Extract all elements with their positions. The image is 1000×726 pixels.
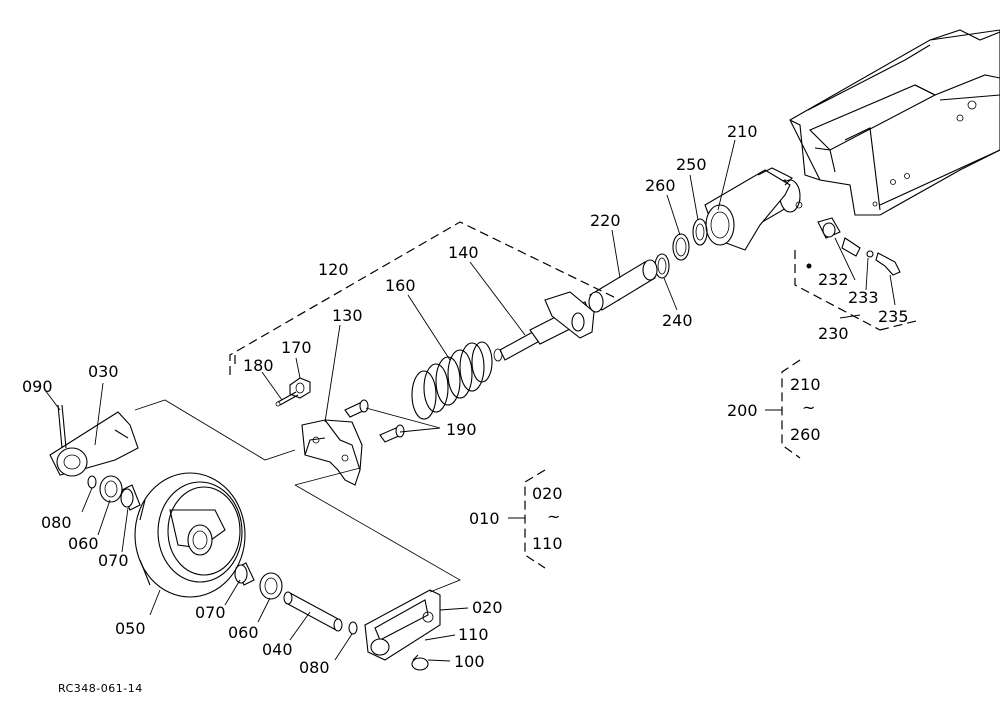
- assembly-outline-230: [794, 250, 921, 331]
- label-090: 090: [22, 377, 53, 396]
- spring-160: [411, 341, 493, 420]
- piston-220: [588, 259, 658, 313]
- label-250: 250: [676, 155, 707, 174]
- label-180: 180: [243, 356, 274, 375]
- label-260: 260: [645, 176, 676, 195]
- label-120: 120: [318, 260, 349, 279]
- bushing-070-left: [120, 484, 141, 511]
- range-010-from: 020: [532, 484, 563, 503]
- range-200-sep: ~: [802, 398, 815, 417]
- label-100: 100: [454, 652, 485, 671]
- label-060-right: 060: [228, 623, 259, 642]
- label-230: 230: [818, 324, 849, 343]
- label-235: 235: [878, 307, 909, 326]
- assembly-outline-120: [229, 221, 621, 375]
- label-200: 200: [727, 401, 758, 420]
- support-020: [364, 589, 441, 661]
- o-ring-080-right: [348, 621, 358, 635]
- label-190: 190: [446, 420, 477, 439]
- label-070-right: 070: [195, 603, 226, 622]
- label-240: 240: [662, 311, 693, 330]
- range-bracket-200: [765, 359, 801, 459]
- label-060-left: 060: [68, 534, 99, 553]
- cotter-pin-180: [275, 391, 299, 407]
- bracket-130: [301, 419, 363, 486]
- label-020: 020: [472, 598, 503, 617]
- seal-250: [692, 218, 708, 246]
- label-010: 010: [469, 509, 500, 528]
- range-200-from: 210: [790, 375, 821, 394]
- label-070-left: 070: [98, 551, 129, 570]
- part-labels: 210 250 260 220 240 140 120 160 130 170 …: [22, 122, 909, 695]
- label-160: 160: [385, 276, 416, 295]
- label-030: 030: [88, 362, 119, 381]
- bearing-060-left: [99, 475, 123, 503]
- assembly-outline-010: [134, 399, 461, 593]
- bearing-060-right: [259, 572, 283, 600]
- pin-090: [57, 404, 67, 449]
- diagram-code: RC348-061-14: [58, 682, 143, 695]
- leader-lines: [44, 139, 896, 662]
- cylinder-210: [704, 167, 803, 251]
- support-030: [49, 411, 139, 477]
- label-232: 232: [818, 270, 849, 289]
- bolt-100: [411, 654, 429, 671]
- bolt-190-upper: [344, 399, 369, 418]
- label-040: 040: [262, 640, 293, 659]
- track-frame: [789, 29, 1000, 216]
- ring-260: [672, 233, 690, 261]
- label-140: 140: [448, 243, 479, 262]
- bushing-070-right: [234, 562, 255, 586]
- label-233: 233: [848, 288, 879, 307]
- label-080-left: 080: [41, 513, 72, 532]
- range-200-to: 260: [790, 425, 821, 444]
- grease-fitting-group-230: [806, 217, 901, 276]
- o-ring-080-left: [87, 475, 97, 489]
- range-010-to: 110: [532, 534, 563, 553]
- shaft-040: [283, 591, 343, 632]
- range-010-sep: ~: [547, 507, 560, 526]
- bolt-190-lower: [379, 424, 405, 443]
- label-050: 050: [115, 619, 146, 638]
- label-210: 210: [727, 122, 758, 141]
- label-110: 110: [458, 625, 489, 644]
- rod-140: [493, 291, 595, 362]
- ring-240: [654, 253, 670, 279]
- nut-170: [289, 377, 311, 399]
- idler-wheel-050: [134, 472, 246, 598]
- label-170: 170: [281, 338, 312, 357]
- range-bracket-010: [508, 469, 546, 569]
- label-080-right: 080: [299, 658, 330, 677]
- label-130: 130: [332, 306, 363, 325]
- label-220: 220: [590, 211, 621, 230]
